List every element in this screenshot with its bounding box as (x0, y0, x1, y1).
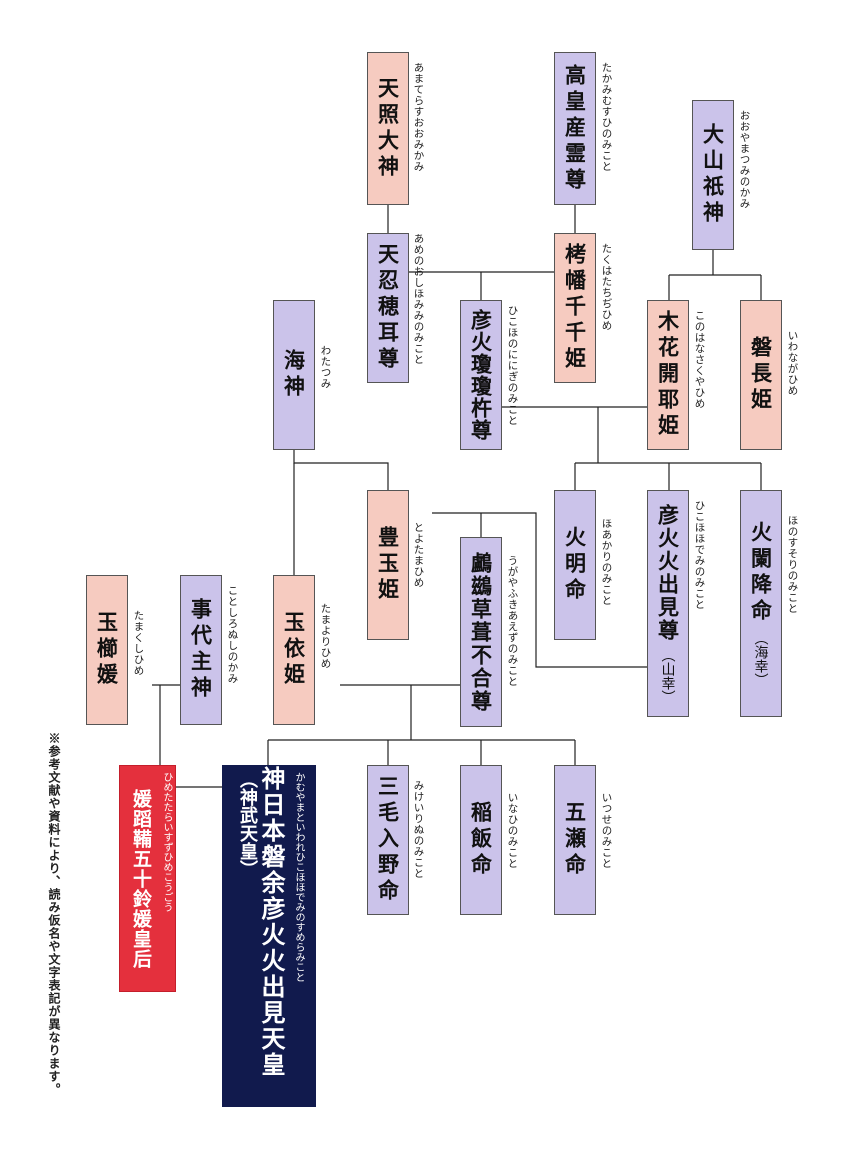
inahi-reading: いなひのみこと (506, 792, 519, 869)
kotoshironushi-reading: ことしろぬしのかみ (226, 585, 239, 684)
konohanasakuya-reading: このはなさくやひめ (693, 310, 706, 409)
itsuse-reading: いつせのみこと (600, 792, 613, 869)
inahi-name: 稲飯命 (468, 801, 494, 879)
ameno-oshihomimi-box: 天忍穂耳尊 (367, 233, 409, 383)
hohodemi-reading: ひこほほでみのみこと (693, 500, 706, 610)
hoakari-box: 火明命 (554, 490, 596, 640)
himetatara-reading: ひめたたらいすずひめこうごう (161, 772, 172, 912)
ugaya-name: 鸕鷀草葺不合尊 (468, 551, 494, 713)
mikeiri-box: 三毛入野命 (367, 765, 409, 915)
toyotama-box: 豊玉姫 (367, 490, 409, 640)
tamayori-name: 玉依姫 (281, 611, 307, 689)
iwanaga-reading: いわながひめ (786, 330, 799, 396)
hoakari-reading: ほあかりのみこと (600, 518, 613, 606)
hoakari-name: 火明命 (562, 526, 588, 604)
takuhatachiji-reading: たくはたちぢひめ (600, 243, 613, 331)
tamayori-box: 玉依姫 (273, 575, 315, 725)
takuhatachiji-box: 栲幡千千姫 (554, 233, 596, 383)
watatsumi-name: 海神 (281, 349, 307, 401)
hosuseri-box: 火闌降命 （海幸） (740, 490, 782, 717)
takamimusubi-reading: たかみむすひのみこと (600, 62, 613, 172)
inahi-box: 稲飯命 (460, 765, 502, 915)
jimmu-emperor-box: かむやまといわれひこほほでみのすめらみこと 神日本磐余彦火火出見天皇（神武天皇） (222, 765, 316, 1107)
jimmu-name-text: 神日本磐余彦火火出見天皇 (257, 766, 286, 1078)
iwanaga-name: 磐長姫 (748, 336, 774, 414)
jimmu-name: 神日本磐余彦火火出見天皇（神武天皇） (235, 766, 286, 1106)
tamakushi-reading: たまくしひめ (132, 610, 145, 676)
jimmu-reading: かむやまといわれひこほほでみのすめらみこと (293, 772, 304, 982)
konohanasakuya-box: 木花開耶姫 (647, 300, 689, 450)
amaterasu-name: 天照大神 (375, 76, 401, 181)
hohodemi-box: 彦火火出見尊 （山幸） (647, 490, 689, 717)
ugaya-box: 鸕鷀草葺不合尊 (460, 537, 502, 727)
hohodemi-name-text: 彦火火出見尊 (655, 503, 681, 642)
ninigi-reading: ひこほのににぎのみこと (506, 305, 519, 426)
himetatara-name: 媛蹈鞴五十鈴媛皇后 (130, 788, 152, 969)
toyotama-name: 豊玉姫 (375, 526, 401, 604)
toyotama-reading: とよたまひめ (412, 522, 425, 588)
takamimusubi-box: 高皇産霊尊 (554, 52, 596, 205)
itsuse-box: 五瀬命 (554, 765, 596, 915)
footnote: ※参考文献や資料により、読み仮名や文字表記が異なります。 (47, 732, 61, 1096)
hosuseri-name-text: 火闌降命 (748, 520, 774, 625)
ninigi-name: 彦火瓊瓊杵尊 (468, 309, 494, 441)
hosuseri-name: 火闌降命 （海幸） (748, 520, 774, 687)
jimmu-note: （神武天皇） (237, 770, 258, 878)
mikeiri-reading: みけいりぬのみこと (412, 780, 425, 879)
konohanasakuya-name: 木花開耶姫 (655, 310, 681, 440)
tamakushi-box: 玉櫛媛 (86, 575, 128, 725)
amaterasu-box: 天照大神 (367, 52, 409, 205)
itsuse-name: 五瀬命 (562, 801, 588, 879)
watatsumi-box: 海神 (273, 300, 315, 450)
watatsumi-reading: わたつみ (319, 345, 332, 389)
hosuseri-note: （海幸） (752, 630, 769, 687)
ameno-oshihomimi-reading: あめのおしほみみのみこと (412, 233, 425, 365)
takamimusubi-name: 高皇産霊尊 (562, 63, 588, 194)
ooyamatsumi-reading: おおやまつみのかみ (738, 110, 751, 209)
hohodemi-note: （山幸） (659, 647, 676, 704)
ugaya-reading: うがやふきあえずのみこと (506, 555, 519, 687)
himetatara-empress-box: ひめたたらいすずひめこうごう 媛蹈鞴五十鈴媛皇后 (119, 765, 176, 992)
ninigi-box: 彦火瓊瓊杵尊 (460, 300, 502, 450)
tamayori-reading: たまよりひめ (319, 603, 332, 669)
ameno-oshihomimi-name: 天忍穂耳尊 (375, 243, 401, 373)
hohodemi-name: 彦火火出見尊 （山幸） (655, 503, 681, 704)
mikeiri-name: 三毛入野命 (375, 775, 401, 905)
takuhatachiji-name: 栲幡千千姫 (562, 243, 588, 373)
kotoshironushi-box: 事代主神 (180, 575, 222, 725)
iwanaga-box: 磐長姫 (740, 300, 782, 450)
kotoshironushi-name: 事代主神 (188, 598, 214, 702)
amaterasu-reading: あまてらすおおみかみ (412, 62, 425, 172)
tamakushi-name: 玉櫛媛 (94, 611, 120, 689)
ooyamatsumi-box: 大山祇神 (692, 100, 734, 250)
hosuseri-reading: ほのすそりのみこと (786, 515, 799, 614)
ooyamatsumi-name: 大山祇神 (700, 123, 726, 227)
